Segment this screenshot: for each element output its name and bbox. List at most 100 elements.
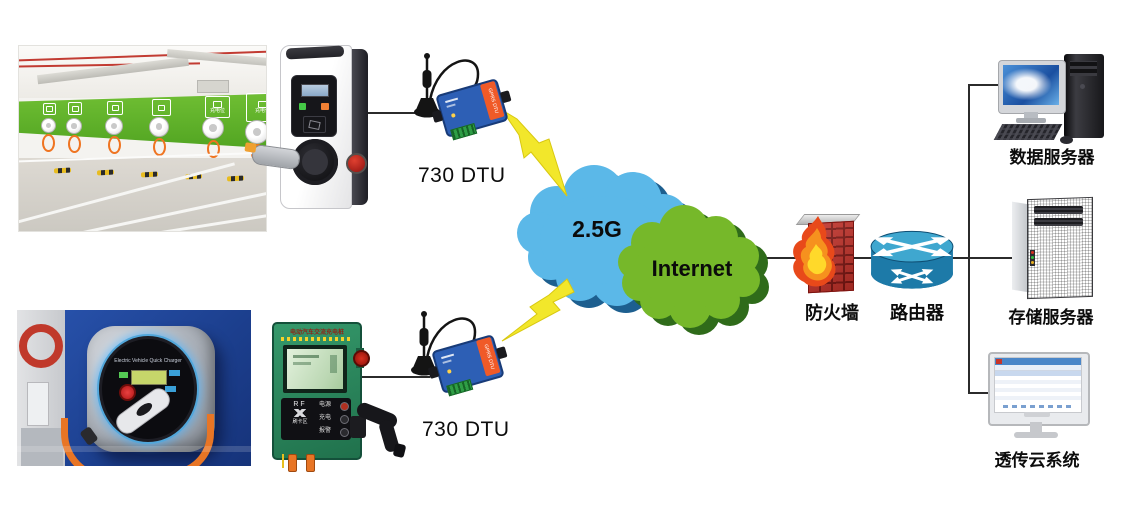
cloud-cellular-label: 2.5G	[572, 216, 622, 242]
data-server-label: 数据服务器	[1009, 148, 1095, 167]
charger-front-panel	[291, 75, 337, 137]
indicator-charging: 充电	[319, 414, 349, 424]
app-logo	[996, 359, 1002, 364]
brochure-rack	[27, 382, 49, 426]
cloud-system-label: 透传云系统	[994, 451, 1080, 470]
cable-gland	[288, 454, 297, 472]
led-strip	[281, 337, 351, 341]
cloud-system-terminal	[988, 352, 1090, 444]
indicator-label: 电源	[319, 402, 332, 408]
screen-text-line	[293, 362, 311, 365]
emergency-stop-button	[346, 153, 367, 174]
orange-cable	[108, 136, 121, 154]
charger-title: 电动汽车交流充电桩	[289, 330, 344, 336]
storage-server-label: 存储服务器	[1008, 308, 1094, 327]
wheel-stop	[140, 171, 159, 178]
orange-cable	[207, 140, 220, 158]
pc-tower	[1064, 54, 1104, 138]
sign-label: 充电位	[209, 107, 225, 114]
wheel-stop	[96, 169, 115, 176]
monitor-base	[1016, 118, 1046, 123]
charging-spot-sign: 充电位	[68, 102, 82, 115]
line-server-trunk	[968, 84, 970, 394]
photo-charger-closeup: Electric Vehicle Quick Charger	[17, 310, 251, 466]
gray-panel	[21, 428, 63, 466]
router-label: 路由器	[890, 303, 944, 323]
wheel-stop	[53, 167, 72, 174]
charging-spot-sign: 充电位	[107, 101, 123, 115]
indicator-power: 电源	[319, 401, 349, 411]
indicator-label: 报警	[319, 428, 332, 434]
charger-screen	[283, 345, 347, 393]
socket-inner	[302, 149, 328, 175]
emergency-stop-button	[353, 350, 370, 367]
charging-spot-sign: 充电位	[246, 93, 266, 122]
sign-label: 充电位	[254, 108, 266, 114]
blue-button	[169, 370, 180, 376]
cloud-internet	[618, 205, 760, 328]
mount-tab	[499, 90, 512, 104]
cable-reel	[149, 117, 169, 137]
cable-reel	[202, 117, 224, 139]
red-display-object	[19, 324, 63, 368]
green-indicator	[299, 103, 306, 110]
charger-title: Electric Vehicle Quick Charger	[114, 358, 182, 364]
charging-socket	[292, 139, 338, 185]
storage-server	[1012, 196, 1096, 300]
glass-shelf	[17, 446, 251, 452]
monitor-base	[1014, 432, 1058, 438]
router	[868, 230, 956, 292]
keyboard	[993, 124, 1063, 140]
gun-nozzle	[392, 442, 407, 459]
plug-icon	[158, 104, 165, 111]
mount-tab	[495, 346, 508, 360]
drive-bays	[1070, 61, 1097, 76]
monitor-stand	[1030, 422, 1042, 432]
data-server	[993, 52, 1108, 146]
blue-button	[165, 386, 176, 392]
charging-spot-sign: 充电位	[43, 103, 56, 115]
table-rows	[995, 376, 1081, 404]
ceiling-vent	[197, 80, 229, 93]
emergency-stop-button	[119, 384, 136, 401]
orange-cable	[42, 134, 55, 152]
orange-cable	[61, 418, 140, 466]
pagination	[1003, 405, 1073, 408]
lightning-bolt-2	[501, 278, 575, 342]
card-reader-area	[303, 116, 326, 133]
vent-slot	[1034, 218, 1083, 226]
monitor-screen	[994, 357, 1082, 413]
monitor-stand	[1024, 112, 1038, 119]
screen-figure	[330, 355, 337, 373]
plug-icon	[213, 100, 222, 108]
monitor-screen	[1003, 65, 1059, 105]
cable-reel	[245, 120, 266, 144]
firewall	[788, 214, 861, 294]
card-area-label: 刷卡区	[292, 419, 308, 425]
table-header	[995, 371, 1081, 376]
monitor-frame	[988, 352, 1090, 426]
dtu-device-1: GPRS DTU	[431, 78, 512, 141]
indicator-lamp	[340, 415, 349, 424]
charging-spot-sign: 充电位	[205, 96, 230, 118]
app-title-bar	[995, 358, 1081, 365]
orange-cable	[165, 414, 214, 466]
router-icon	[870, 230, 954, 289]
photo-garage-charging-spots: 充电位 充电位 充电位 充电位 充电位 充电位	[18, 45, 267, 232]
line-branch-data-server	[968, 84, 1006, 86]
yellow-wire	[282, 454, 284, 468]
orange-cable	[68, 135, 81, 153]
line-charger1-dtu1	[356, 112, 428, 114]
line-charger2-dtu2	[356, 376, 430, 378]
cable-gland	[306, 454, 315, 472]
monitor	[998, 60, 1066, 114]
dtu2-label: 730 DTU	[422, 418, 510, 441]
firewall-label: 防火墙	[805, 303, 859, 323]
gun-mount	[350, 416, 366, 438]
app-toolbar	[995, 365, 1081, 371]
wheel-stop	[226, 175, 245, 182]
plug-icon	[258, 101, 266, 108]
cloud-internet-shadow	[627, 212, 769, 335]
indicator-lamp	[340, 428, 349, 437]
